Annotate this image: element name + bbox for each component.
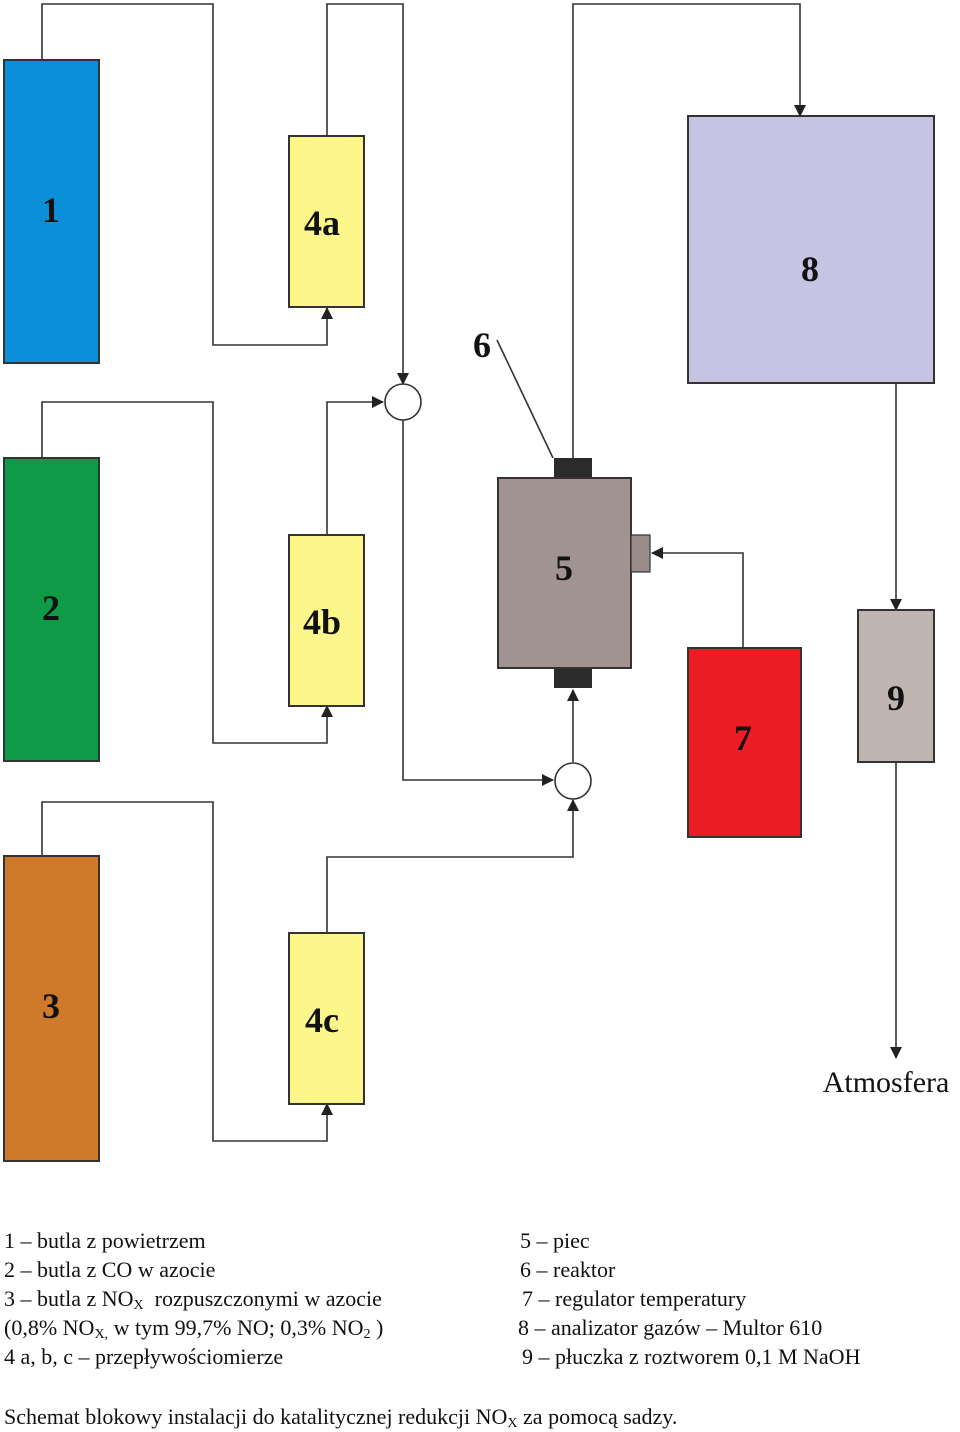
pipe-1-to-4a	[41, 3, 333, 346]
cylinder-2	[3, 457, 100, 762]
label-4c: 4c	[305, 1000, 339, 1040]
legend-detail-sub1: X,	[94, 1327, 109, 1342]
scrubber-9	[857, 609, 935, 763]
pipelines	[41, 3, 902, 1142]
legend-item-2: 2 – butla z CO w azocie	[4, 1257, 216, 1282]
pipe-regulator-to-furnace	[651, 547, 744, 648]
label-8: 8	[801, 249, 819, 289]
legend-item-3-b: rozpuszczonymi w azocie	[143, 1286, 382, 1311]
legend-item-6: 6 – reaktor	[520, 1257, 616, 1282]
pipe-4c-to-mixer2	[326, 799, 579, 933]
label-4a: 4a	[304, 203, 340, 243]
legend-item-3-detail: (0,8% NOX, w tym 99,7% NO; 0,3% NO2 )	[4, 1315, 383, 1348]
gas-analyzer-8	[687, 115, 935, 384]
legend-item-5: 5 – piec	[520, 1228, 590, 1253]
legend-item-9: 9 – płuczka z roztworem 0,1 M NaOH	[522, 1344, 861, 1369]
label-9: 9	[887, 678, 905, 718]
figure-caption: Schemat blokowy instalacji do katalitycz…	[4, 1404, 677, 1432]
label-1: 1	[42, 190, 60, 230]
flowmeter-4c	[288, 932, 365, 1105]
flowmeter-4a	[288, 135, 365, 308]
pipe-2-to-4b	[41, 401, 333, 744]
cylinder-1	[3, 59, 100, 364]
label-6: 6	[473, 325, 491, 365]
pipe-reactor-to-analyzer	[572, 3, 806, 458]
legend-detail-b: w tym 99,7% NO; 0,3% NO	[108, 1315, 364, 1340]
installation-diagram: 1 2 3 4a 4b 4c 5 6 7 8 9 Atmosfera	[3, 3, 950, 1162]
mixer-node-2	[554, 762, 592, 800]
atmosphere-label: Atmosfera	[823, 1066, 950, 1099]
label-4b: 4b	[303, 602, 341, 642]
label-3: 3	[42, 986, 60, 1026]
legend-item-1: 1 – butla z powietrzem	[4, 1228, 206, 1253]
pipe-4a-to-mixer1	[326, 3, 409, 385]
caption-sub: X	[507, 1416, 518, 1431]
pipe-3-to-4c	[41, 801, 333, 1142]
legend-detail-a: (0,8% NO	[4, 1315, 95, 1340]
caption-a: Schemat blokowy instalacji do katalitycz…	[4, 1404, 508, 1429]
label-7: 7	[734, 718, 752, 758]
temperature-regulator-7	[687, 647, 802, 838]
furnace-side-port	[630, 534, 651, 573]
caption-b: za pomocą sadzy.	[517, 1404, 678, 1429]
label-2: 2	[42, 588, 60, 628]
flowmeter-4b	[288, 534, 365, 707]
pipe-4b-to-mixer1	[326, 396, 384, 535]
reactor-pointer-line	[496, 339, 554, 459]
legend-item-7: 7 – regulator temperatury	[522, 1286, 747, 1311]
reactor-bottom-connector	[554, 668, 592, 688]
mixer-node-1	[384, 383, 422, 421]
legend-item-3: 3 – butla z NOX rozpuszczonymi w azocie	[4, 1286, 382, 1319]
reactor-top-connector	[554, 458, 592, 478]
cylinder-3	[3, 855, 100, 1162]
furnace-5	[497, 477, 632, 669]
legend-item-8: 8 – analizator gazów – Multor 610	[518, 1315, 823, 1340]
label-5: 5	[555, 548, 573, 588]
legend-item-3-sub: X	[133, 1298, 144, 1313]
legend-item-4: 4 a, b, c – przepływościomierze	[4, 1344, 284, 1369]
legend-detail-c: )	[370, 1315, 384, 1340]
legend-detail-sub2: 2	[363, 1327, 371, 1342]
pipe-mixer1-to-mixer2	[402, 420, 554, 786]
legend-item-3-a: 3 – butla z NO	[4, 1286, 134, 1311]
